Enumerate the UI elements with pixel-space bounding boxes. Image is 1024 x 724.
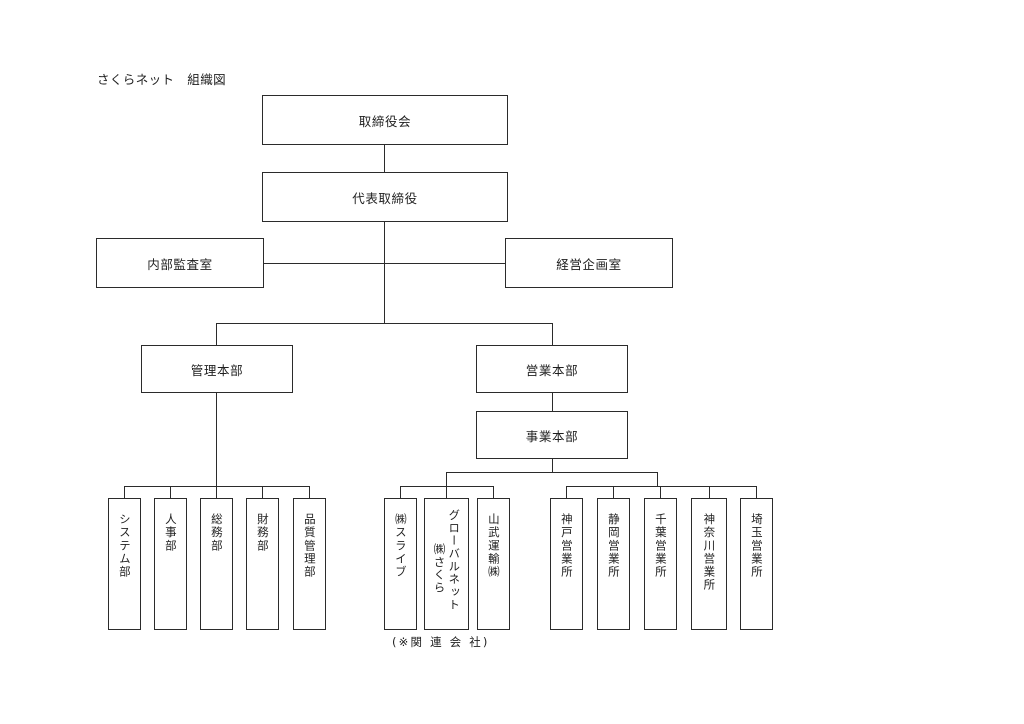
node-shizuoka-office[interactable]: 静岡営業所 xyxy=(597,498,630,630)
node-chiba-office-label: 千葉営業所 xyxy=(653,513,668,579)
node-saitama-office-label: 埼玉営業所 xyxy=(749,513,764,579)
node-sakura-global[interactable]: グローバルネット ㈱さくら xyxy=(424,498,469,630)
connector-ceo-spine xyxy=(384,222,386,323)
connector-board-to-ceo xyxy=(384,145,386,172)
node-planning-room[interactable]: 経営企画室 xyxy=(505,238,673,288)
connector-drop-sanbu xyxy=(493,486,495,498)
node-sales-hq[interactable]: 営業本部 xyxy=(476,345,628,393)
connector-drop-general-dept xyxy=(216,486,218,498)
node-slive-label: ㈱スライブ xyxy=(393,513,408,579)
connector-drop-system-dept xyxy=(124,486,126,498)
connector-drop-sakura-global xyxy=(446,486,448,498)
connector-sales-hq-to-business-hq xyxy=(552,393,554,411)
page-title: さくらネット 組織図 xyxy=(97,72,227,87)
connector-bar-to-admin-hq xyxy=(216,323,218,345)
connector-drop-finance-dept xyxy=(262,486,264,498)
node-quality-dept[interactable]: 品質管理部 xyxy=(293,498,326,630)
node-finance-dept[interactable]: 財務部 xyxy=(246,498,279,630)
node-admin-hq[interactable]: 管理本部 xyxy=(141,345,293,393)
node-slive[interactable]: ㈱スライブ xyxy=(384,498,417,630)
node-ceo[interactable]: 代表取締役 xyxy=(262,172,508,222)
node-board[interactable]: 取締役会 xyxy=(262,95,508,145)
connector-business-to-affiliate-bar xyxy=(446,472,448,486)
node-quality-dept-label: 品質管理部 xyxy=(302,513,317,579)
node-sanbu-label: 山武運輸㈱ xyxy=(486,513,501,579)
node-hr-dept-label: 人事部 xyxy=(163,513,178,553)
node-hr-dept[interactable]: 人事部 xyxy=(154,498,187,630)
connector-drop-hr-dept xyxy=(170,486,172,498)
connector-bar-to-sales-hq xyxy=(552,323,554,345)
node-chiba-office[interactable]: 千葉営業所 xyxy=(644,498,677,630)
node-kanagawa-office[interactable]: 神奈川営業所 xyxy=(691,498,727,630)
connector-business-to-office-bar xyxy=(657,472,659,486)
node-kobe-office-label: 神戸営業所 xyxy=(559,513,574,579)
affiliate-note: (※関 連 会 社) xyxy=(392,635,490,649)
connector-drop-kanagawa-office xyxy=(709,486,711,498)
connector-business-hq-stem xyxy=(552,459,554,473)
connector-admin-hq-stem xyxy=(216,393,218,486)
connector-business-split-bar xyxy=(446,472,658,474)
node-sakura-global-label-secondary: ㈱さくら xyxy=(432,543,447,595)
node-shizuoka-office-label: 静岡営業所 xyxy=(606,513,621,579)
connector-drop-kobe-office xyxy=(566,486,568,498)
node-kobe-office[interactable]: 神戸営業所 xyxy=(550,498,583,630)
node-saitama-office[interactable]: 埼玉営業所 xyxy=(740,498,773,630)
node-finance-dept-label: 財務部 xyxy=(255,513,270,553)
node-general-dept[interactable]: 総務部 xyxy=(200,498,233,630)
node-business-hq[interactable]: 事業本部 xyxy=(476,411,628,459)
node-audit-room[interactable]: 内部監査室 xyxy=(96,238,264,288)
connector-drop-chiba-office xyxy=(660,486,662,498)
node-kanagawa-office-label: 神奈川営業所 xyxy=(702,513,717,592)
connector-staff-bar xyxy=(263,263,505,265)
node-sanbu[interactable]: 山武運輸㈱ xyxy=(477,498,510,630)
connector-hq-bar xyxy=(216,323,553,325)
connector-drop-saitama-office xyxy=(756,486,758,498)
node-system-dept-label: システム部 xyxy=(117,513,132,579)
node-sakura-global-label-primary: グローバルネット xyxy=(447,509,462,612)
node-system-dept[interactable]: システム部 xyxy=(108,498,141,630)
connector-drop-slive xyxy=(400,486,402,498)
connector-drop-quality-dept xyxy=(309,486,311,498)
node-general-dept-label: 総務部 xyxy=(209,513,224,553)
connector-drop-shizuoka-office xyxy=(613,486,615,498)
